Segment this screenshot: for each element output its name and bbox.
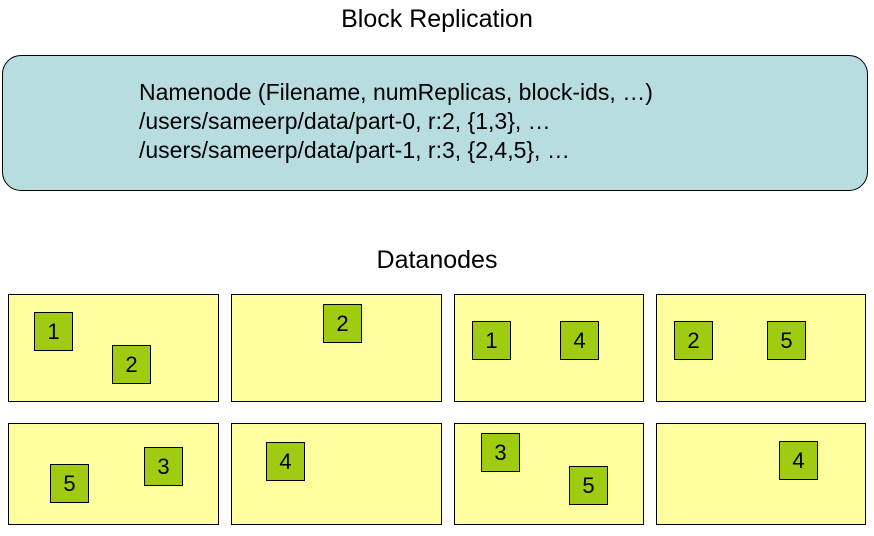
namenode-box: Namenode (Filename, numReplicas, block-i… xyxy=(2,55,868,191)
block-label: 4 xyxy=(573,327,586,353)
block-label: 2 xyxy=(125,351,138,377)
block-label: 3 xyxy=(494,439,507,465)
block-label: 3 xyxy=(157,453,170,479)
block-2: 2 xyxy=(674,321,713,360)
block-1: 1 xyxy=(34,312,73,351)
page-title: Block Replication xyxy=(341,5,533,33)
block-2: 2 xyxy=(112,345,151,384)
block-label: 1 xyxy=(47,318,60,344)
namenode-text-block: Namenode (Filename, numReplicas, block-i… xyxy=(139,78,653,165)
block-label: 2 xyxy=(687,327,700,353)
block-3: 3 xyxy=(481,433,520,472)
datanodes-label: Datanodes xyxy=(376,246,498,274)
block-label: 2 xyxy=(336,310,349,336)
block-label: 5 xyxy=(582,472,595,498)
block-5: 5 xyxy=(569,466,608,505)
datanode-6: 4 xyxy=(231,423,442,525)
block-5: 5 xyxy=(767,321,806,360)
block-label: 1 xyxy=(485,327,498,353)
block-label: 4 xyxy=(279,448,292,474)
block-label: 5 xyxy=(63,470,76,496)
namenode-file-line-1: /users/sameerp/data/part-0, r:2, {1,3}, … xyxy=(139,108,551,134)
block-4: 4 xyxy=(266,442,305,481)
block-label: 4 xyxy=(792,447,805,473)
block-4: 4 xyxy=(779,441,818,480)
namenode-file-line-2: /users/sameerp/data/part-1, r:3, {2,4,5}… xyxy=(139,137,570,163)
datanode-2: 2 xyxy=(231,294,442,402)
datanode-8: 4 xyxy=(656,423,866,525)
namenode-header-line: Namenode (Filename, numReplicas, block-i… xyxy=(139,79,653,105)
block-2: 2 xyxy=(323,304,362,343)
block-1: 1 xyxy=(472,321,511,360)
block-4: 4 xyxy=(560,321,599,360)
block-5: 5 xyxy=(50,464,89,503)
block-label: 5 xyxy=(780,327,793,353)
block-3: 3 xyxy=(144,447,183,486)
